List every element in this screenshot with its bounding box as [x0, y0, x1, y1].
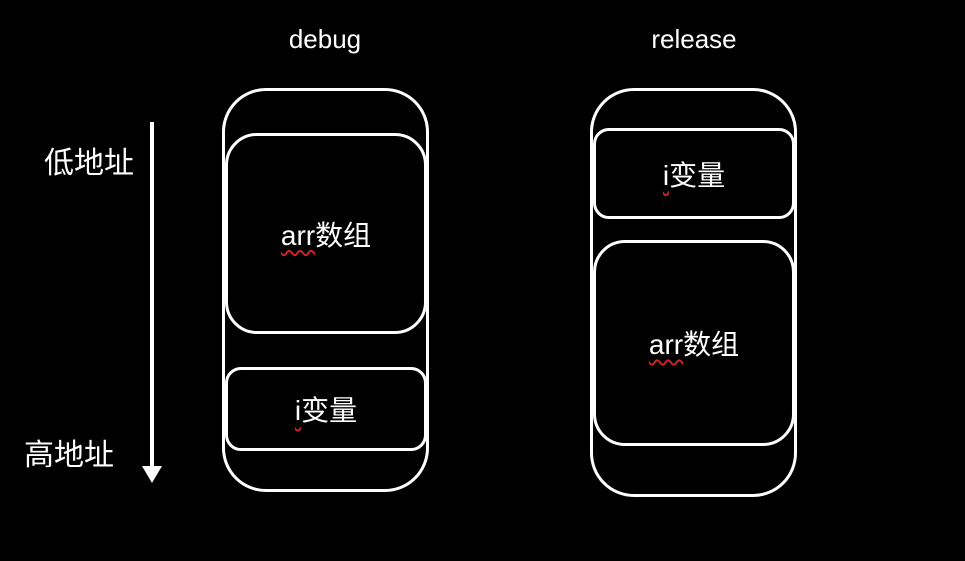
arrow-down-icon [142, 466, 162, 483]
release-arr-label-latin: arr [648, 329, 684, 360]
debug-i-label-latin: i [294, 395, 302, 426]
release-i-label-cjk: 变量 [669, 159, 726, 191]
debug-arr-label-cjk: 数组 [315, 219, 372, 251]
release-i-variable-box: i变量 [593, 128, 795, 219]
debug-arr-array-box: arr数组 [225, 133, 427, 334]
release-arr-label-cjk: 数组 [683, 329, 740, 360]
release-column-title: release [651, 24, 737, 54]
high-address-label: 高地址 [24, 439, 114, 472]
arrow-line [150, 122, 154, 468]
debug-column-title: debug [288, 24, 362, 54]
release-i-label-latin: i [662, 159, 670, 191]
debug-i-variable-box: i变量 [225, 367, 427, 451]
debug-i-label-cjk: 变量 [301, 395, 358, 426]
release-arr-array-box: arr数组 [593, 240, 795, 446]
low-address-label: 低地址 [44, 147, 134, 180]
debug-arr-label-latin: arr [280, 219, 316, 251]
